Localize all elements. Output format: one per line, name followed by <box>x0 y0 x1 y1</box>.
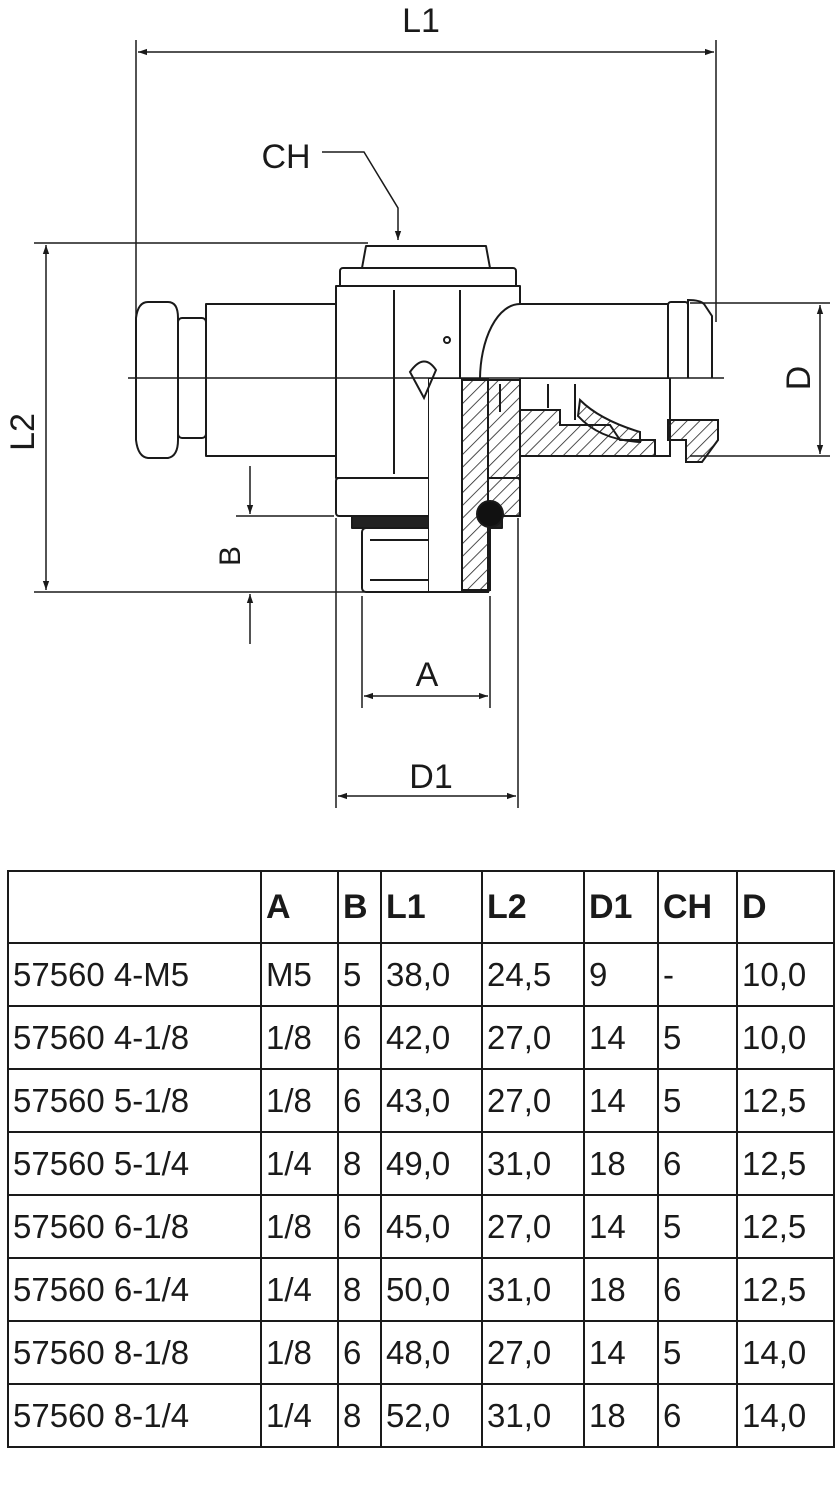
cell-d: 12,5 <box>736 1131 835 1196</box>
cell-a: 1/4 <box>260 1131 339 1196</box>
cell-a: M5 <box>260 942 339 1007</box>
cross-section <box>428 378 719 593</box>
cell-b: 8 <box>337 1257 382 1322</box>
cell-d: 12,5 <box>736 1257 835 1322</box>
cell-code: 57560 6-1/4 <box>7 1257 262 1322</box>
cell-code: 57560 6-1/8 <box>7 1194 262 1259</box>
right-branch <box>479 303 669 378</box>
cell-code: 57560 4-M5 <box>7 942 262 1007</box>
cell-d: 14,0 <box>736 1320 835 1385</box>
cell-ch: 5 <box>657 1005 738 1070</box>
cell-l1: 38,0 <box>380 942 483 1007</box>
ch-leader <box>322 151 402 240</box>
cell-l2: 27,0 <box>481 1005 585 1070</box>
cell-code: 57560 5-1/8 <box>7 1068 262 1133</box>
cell-d: 12,5 <box>736 1068 835 1133</box>
cell-l2: 27,0 <box>481 1320 585 1385</box>
header-b: B <box>337 870 382 944</box>
label-d1: D1 <box>409 758 452 796</box>
cell-code: 57560 8-1/8 <box>7 1320 262 1385</box>
cell-d: 10,0 <box>736 1005 835 1070</box>
cell-a: 1/4 <box>260 1257 339 1322</box>
label-l2: L2 <box>4 413 42 451</box>
cell-l2: 27,0 <box>481 1194 585 1259</box>
cell-d1: 14 <box>583 1005 659 1070</box>
cell-d1: 18 <box>583 1131 659 1196</box>
cell-l1: 49,0 <box>380 1131 483 1196</box>
label-d: D <box>780 366 818 391</box>
left-collet <box>135 301 179 459</box>
header-code <box>7 870 262 944</box>
cell-l2: 31,0 <box>481 1383 585 1448</box>
table-header-row: A B L1 L2 D1 CH D <box>7 870 835 944</box>
cell-code: 57560 8-1/4 <box>7 1383 262 1448</box>
cell-code: 57560 5-1/4 <box>7 1131 262 1196</box>
cell-a: 1/8 <box>260 1320 339 1385</box>
cell-d: 12,5 <box>736 1194 835 1259</box>
cell-d1: 14 <box>583 1068 659 1133</box>
hex-top <box>361 245 491 269</box>
cell-b: 6 <box>337 1005 382 1070</box>
cell-ch: - <box>657 942 738 1007</box>
cell-ch: 6 <box>657 1131 738 1196</box>
label-a: A <box>416 656 439 694</box>
cell-d: 14,0 <box>736 1383 835 1448</box>
cell-l1: 50,0 <box>380 1257 483 1322</box>
cell-ch: 5 <box>657 1320 738 1385</box>
cell-l2: 31,0 <box>481 1257 585 1322</box>
cell-d1: 14 <box>583 1320 659 1385</box>
header-a: A <box>260 870 339 944</box>
header-d1: D1 <box>583 870 659 944</box>
header-ch: CH <box>657 870 738 944</box>
cell-b: 8 <box>337 1131 382 1196</box>
cell-d: 10,0 <box>736 942 835 1007</box>
cell-l2: 31,0 <box>481 1131 585 1196</box>
fitting-technical-drawing: L1 CH L2 D B A D1 <box>4 2 830 808</box>
cell-d1: 14 <box>583 1194 659 1259</box>
label-l1: L1 <box>402 2 440 40</box>
cell-l2: 24,5 <box>481 942 585 1007</box>
cell-b: 8 <box>337 1383 382 1448</box>
header-d: D <box>736 870 835 944</box>
cell-l1: 43,0 <box>380 1068 483 1133</box>
cell-a: 1/4 <box>260 1383 339 1448</box>
header-l2: L2 <box>481 870 585 944</box>
header-l1: L1 <box>380 870 483 944</box>
cell-d1: 18 <box>583 1257 659 1322</box>
cell-ch: 6 <box>657 1383 738 1448</box>
cell-a: 1/8 <box>260 1068 339 1133</box>
logo-stamp <box>408 336 451 401</box>
cell-l2: 27,0 <box>481 1068 585 1133</box>
cell-b: 6 <box>337 1068 382 1133</box>
cell-l1: 52,0 <box>380 1383 483 1448</box>
cell-code: 57560 4-1/8 <box>7 1005 262 1070</box>
cell-l1: 48,0 <box>380 1320 483 1385</box>
dimension-lines <box>34 40 830 808</box>
label-b: B <box>214 546 247 566</box>
cell-b: 6 <box>337 1194 382 1259</box>
cell-l1: 45,0 <box>380 1194 483 1259</box>
cell-ch: 5 <box>657 1194 738 1259</box>
cell-a: 1/8 <box>260 1005 339 1070</box>
label-ch: CH <box>261 138 310 176</box>
cell-ch: 6 <box>657 1257 738 1322</box>
cell-d1: 18 <box>583 1383 659 1448</box>
cell-d1: 9 <box>583 942 659 1007</box>
cell-b: 6 <box>337 1320 382 1385</box>
cell-b: 5 <box>337 942 382 1007</box>
cell-a: 1/8 <box>260 1194 339 1259</box>
cell-ch: 5 <box>657 1068 738 1133</box>
cell-l1: 42,0 <box>380 1005 483 1070</box>
